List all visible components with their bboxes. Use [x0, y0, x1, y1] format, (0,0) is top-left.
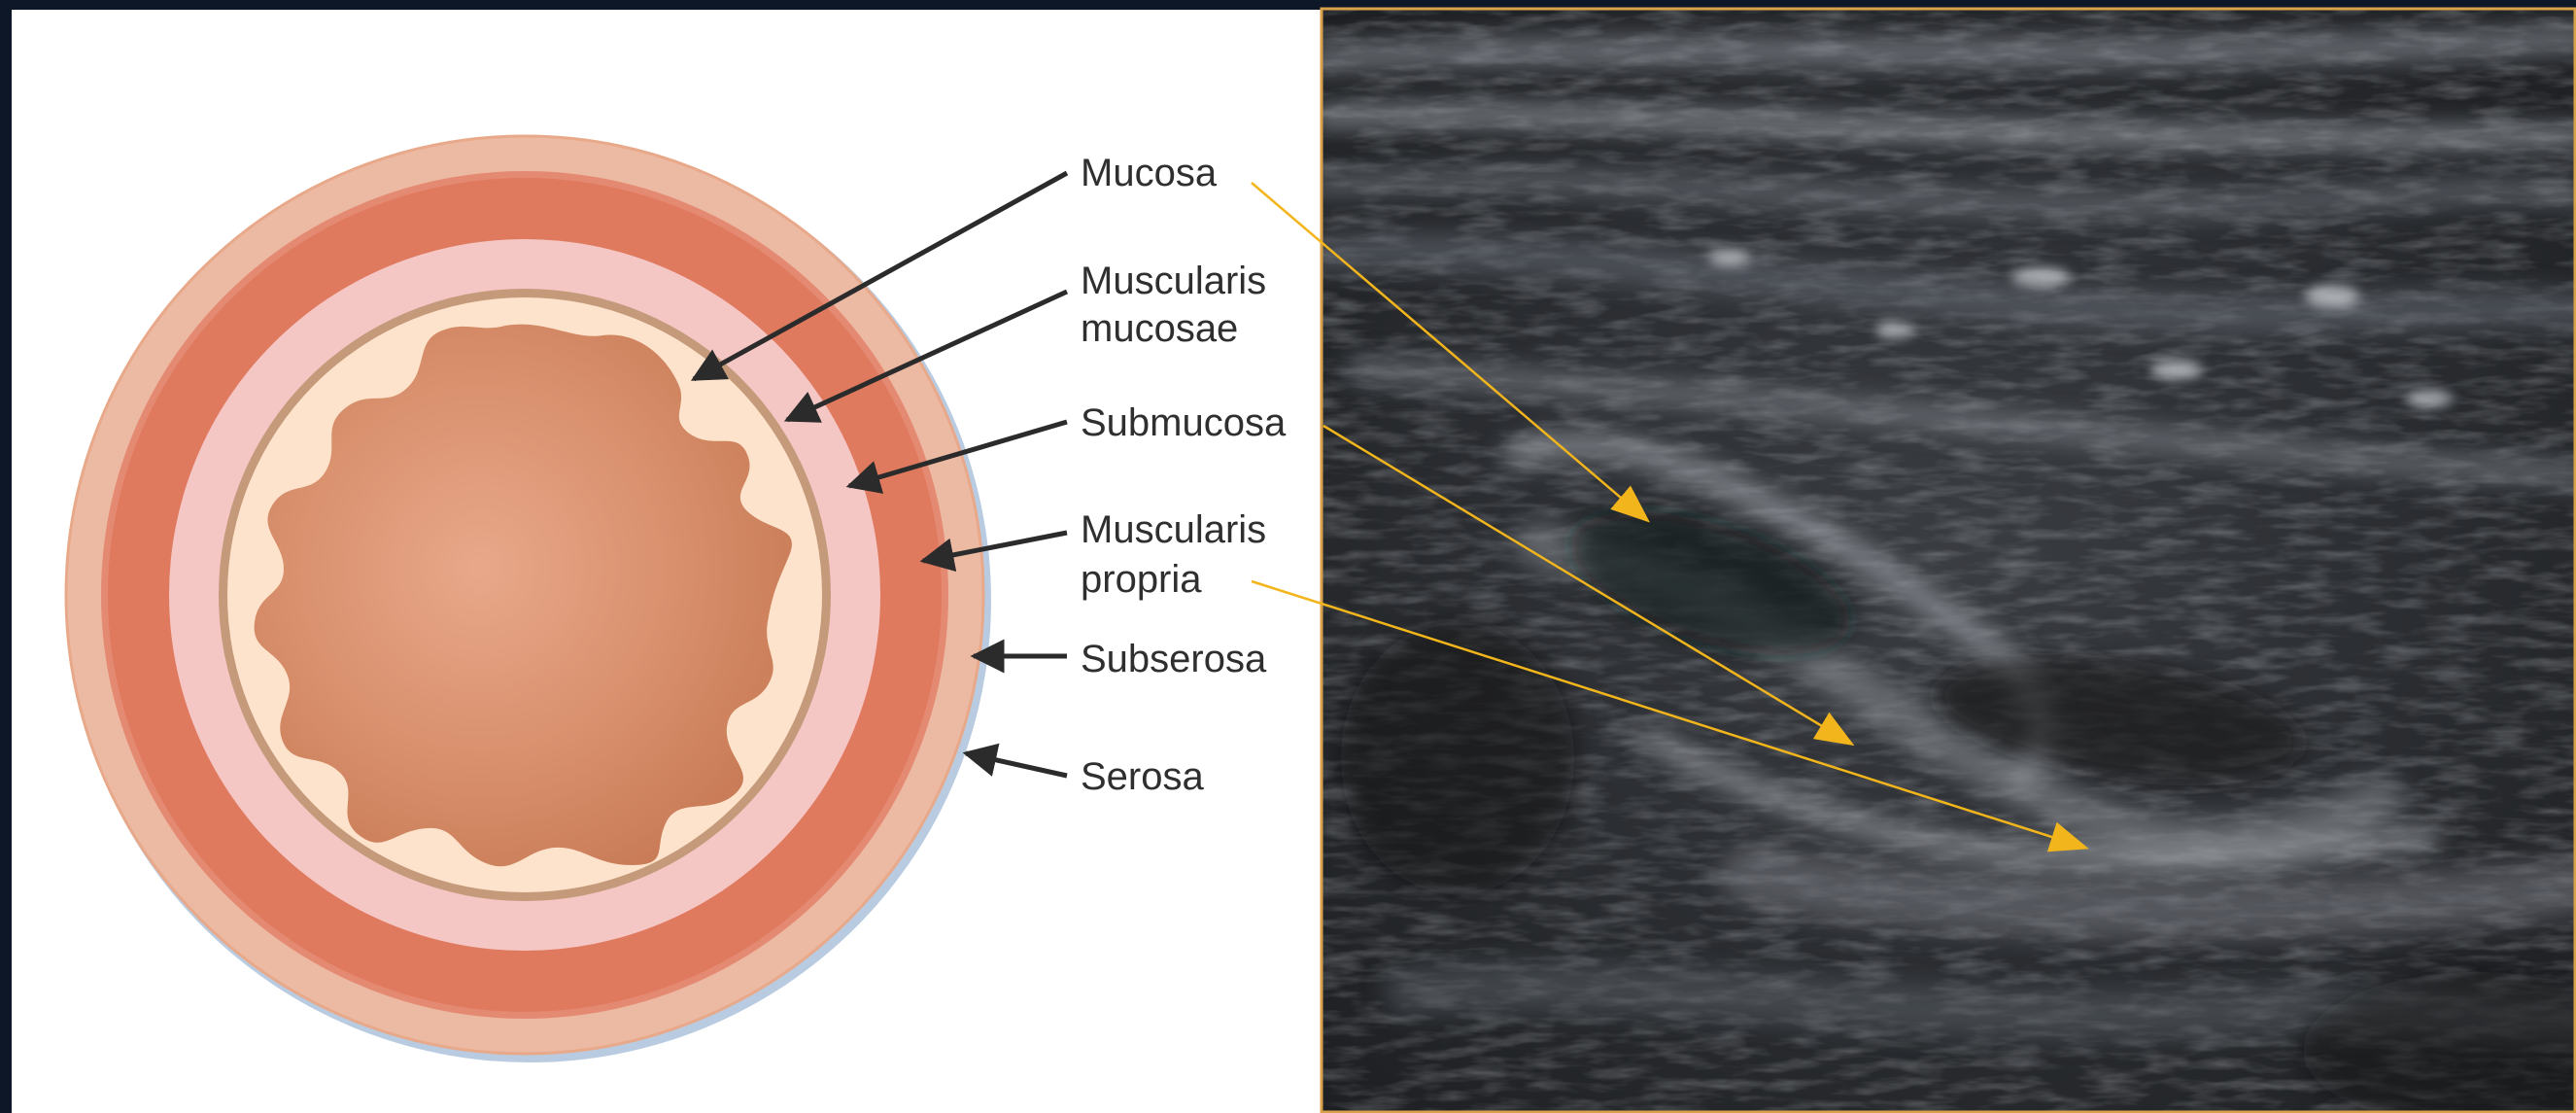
label-muscularis-propria-line1: Muscularis [1081, 508, 1266, 551]
label-mucosa: Mucosa [1081, 152, 1218, 194]
label-muscularis-mucosae-line2: mucosae [1081, 307, 1238, 350]
ultrasound-image [1322, 10, 2576, 1113]
label-serosa: Serosa [1081, 755, 1204, 798]
label-subserosa: Subserosa [1081, 638, 1267, 680]
bowel-wall-diagram [66, 136, 991, 1062]
label-muscularis-mucosae-line1: Muscularis [1081, 260, 1266, 302]
label-muscularis-propria-line2: propria [1081, 558, 1202, 601]
label-submucosa: Submucosa [1081, 401, 1287, 444]
